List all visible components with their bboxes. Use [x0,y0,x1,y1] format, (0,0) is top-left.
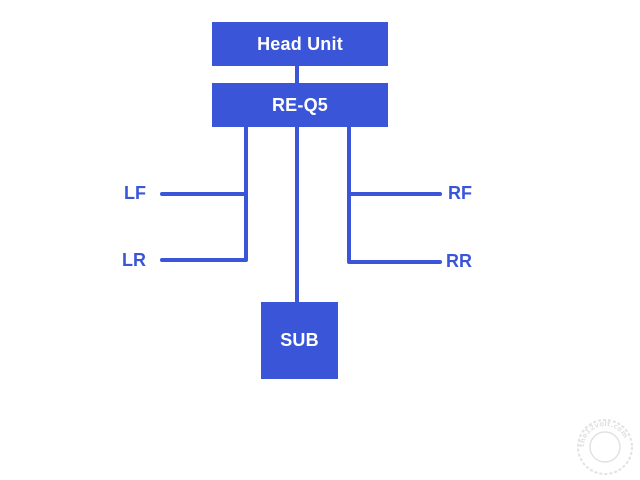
speaker-label-rf: RF [448,183,472,203]
seal-watermark-icon: the12volt.com [577,419,633,475]
speaker-label-lr: LR [122,250,146,270]
sub-label: SUB [280,330,319,350]
svg-text:the12volt.com: the12volt.com [578,420,630,447]
speaker-label-rr: RR [446,251,472,271]
head-unit-label: Head Unit [257,33,343,54]
sub-box: SUB [261,302,338,379]
processor-label: RE-Q5 [271,94,328,115]
processor-box: RE-Q5 [212,83,388,127]
link-req5-to-right-speakers [347,125,442,264]
speaker-label-lf: LF [124,183,146,203]
link-req5-to-left-speakers [160,125,248,262]
head-unit-box: Head Unit [212,22,388,66]
